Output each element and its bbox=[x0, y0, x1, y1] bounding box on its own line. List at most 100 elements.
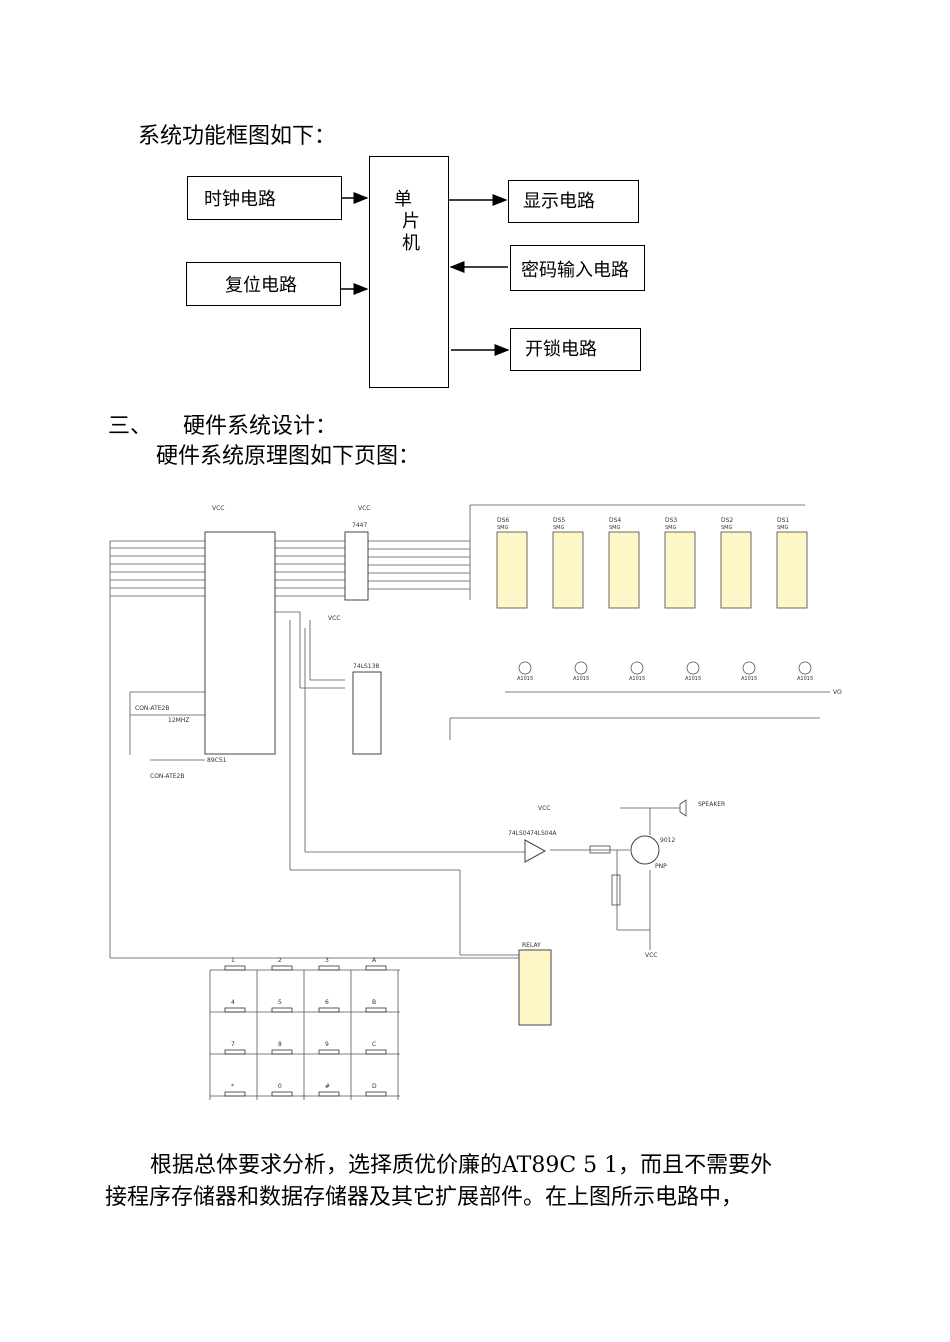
digit-module-DS1 bbox=[776, 531, 808, 609]
vcc-label-1: VCC bbox=[212, 505, 224, 512]
digit-label-DS5: DS5 bbox=[553, 517, 565, 524]
key-label-2: 2 bbox=[278, 957, 282, 964]
decoder-74138 bbox=[352, 671, 382, 755]
digit-displays: DS6SMGA1015DS5SMGA1015DS4SMGA1015DS3SMGA… bbox=[496, 517, 813, 682]
section-number: 三、 bbox=[108, 414, 153, 439]
unlock-label: 开锁电路 bbox=[525, 339, 597, 360]
digit-module-DS6 bbox=[496, 531, 528, 609]
inverter-label: 74LS04 bbox=[508, 830, 531, 837]
password-label: 密码输入电路 bbox=[521, 260, 629, 281]
digit-label-DS4: DS4 bbox=[609, 517, 621, 524]
key-switch-0 bbox=[271, 1091, 293, 1097]
resistor-r3 bbox=[589, 845, 611, 854]
driver-label-DS5: A1015 bbox=[573, 676, 589, 682]
paragraph-line-1: 根据总体要求分析，选择质优价廉的AT89C 5 1，而且不需要外 bbox=[150, 1153, 773, 1178]
key-switch-A bbox=[365, 965, 387, 971]
relay-chip bbox=[518, 949, 552, 1026]
key-switch-1 bbox=[224, 965, 246, 971]
mcu-block: 单 片 机 bbox=[369, 156, 449, 388]
key-label-7: 7 bbox=[231, 1041, 235, 1048]
key-switch-9 bbox=[318, 1049, 340, 1055]
digit-module-DS2 bbox=[720, 531, 752, 609]
key-switch-* bbox=[224, 1091, 246, 1097]
digit-module-DS3 bbox=[664, 531, 696, 609]
vcc-label-3: VCC bbox=[645, 952, 657, 959]
display-label: 显示电路 bbox=[523, 191, 595, 212]
speaker-icon bbox=[679, 799, 687, 817]
driver-label-DS6: A1015 bbox=[517, 676, 533, 682]
vcc-label-4: VCC bbox=[538, 805, 550, 812]
digit-type-DS4: SMG bbox=[609, 525, 620, 531]
section-caption: 硬件系统原理图如下页图： bbox=[156, 444, 421, 469]
digit-type-DS1: SMG bbox=[777, 525, 788, 531]
key-label-D: D bbox=[372, 1083, 377, 1090]
key-label-*: * bbox=[231, 1083, 234, 1090]
decoder2-label: 74LS138 bbox=[353, 663, 379, 670]
clock-block: 时钟电路 bbox=[187, 176, 342, 220]
mcu-label-3: 机 bbox=[402, 233, 420, 254]
key-switch-7 bbox=[224, 1049, 246, 1055]
key-switch-4 bbox=[224, 1007, 246, 1013]
intro-text: 系统功能框图如下： bbox=[138, 124, 337, 149]
mcu-name: 89C51 bbox=[207, 757, 227, 764]
driver-label-DS4: A1015 bbox=[629, 676, 645, 682]
inverter-sub-label: 74LS04A bbox=[530, 830, 557, 837]
key-switch-6 bbox=[318, 1007, 340, 1013]
digit-type-DS6: SMG bbox=[497, 525, 508, 531]
transistor-type-label: PNP bbox=[655, 863, 667, 870]
driver-transistor-DS1 bbox=[798, 661, 812, 675]
key-label-6: 6 bbox=[325, 999, 329, 1006]
digit-type-DS2: SMG bbox=[721, 525, 732, 531]
key-label-C: C bbox=[372, 1041, 376, 1048]
driver-transistor-DS3 bbox=[686, 661, 700, 675]
transistor-label: 9012 bbox=[660, 837, 675, 844]
key-label-1: 1 bbox=[231, 957, 235, 964]
key-switch-C bbox=[365, 1049, 387, 1055]
mcu-chip bbox=[204, 531, 276, 755]
digit-label-DS3: DS3 bbox=[665, 517, 677, 524]
vo-label: VO bbox=[833, 689, 842, 696]
driver-transistor-DS6 bbox=[518, 661, 532, 675]
digit-label-DS2: DS2 bbox=[721, 517, 733, 524]
digit-module-DS5 bbox=[552, 531, 584, 609]
section-title: 硬件系统设计： bbox=[183, 414, 338, 439]
key-label-A: A bbox=[372, 957, 377, 964]
key-label-0: 0 bbox=[278, 1083, 282, 1090]
key-label-4: 4 bbox=[231, 999, 235, 1006]
decoder-7447 bbox=[344, 531, 369, 601]
digit-label-DS6: DS6 bbox=[497, 517, 509, 524]
digit-module-DS4 bbox=[608, 531, 640, 609]
reset-label: 复位电路 bbox=[225, 275, 297, 296]
driver-transistor-DS4 bbox=[630, 661, 644, 675]
key-switch-5 bbox=[271, 1007, 293, 1013]
transistor-9012 bbox=[630, 835, 660, 865]
key-label-B: B bbox=[372, 999, 376, 1006]
resistor-r2 bbox=[611, 874, 621, 906]
digit-type-DS3: SMG bbox=[665, 525, 676, 531]
mcu-label-1: 单 bbox=[394, 189, 412, 210]
key-switch-8 bbox=[271, 1049, 293, 1055]
driver-label-DS3: A1015 bbox=[685, 676, 701, 682]
key-label-9: 9 bbox=[325, 1041, 329, 1048]
cap1-label: CON-ATE2B bbox=[135, 705, 169, 712]
key-switch-B bbox=[365, 1007, 387, 1013]
key-label-5: 5 bbox=[278, 999, 282, 1006]
key-switch-3 bbox=[318, 965, 340, 971]
driver-transistor-DS5 bbox=[574, 661, 588, 675]
unlock-block: 开锁电路 bbox=[510, 328, 641, 371]
display-block: 显示电路 bbox=[508, 180, 639, 223]
paragraph-line-2: 接程序存储器和数据存储器及其它扩展部件。在上图所示电路中， bbox=[105, 1185, 744, 1210]
vcc-label-5: VCC bbox=[328, 615, 340, 622]
vcc-label-2: VCC bbox=[358, 505, 370, 512]
key-label-3: 3 bbox=[325, 957, 329, 964]
clock-label: 时钟电路 bbox=[204, 189, 276, 210]
digit-type-DS5: SMG bbox=[553, 525, 564, 531]
driver-label-DS1: A1015 bbox=[797, 676, 813, 682]
key-switch-D bbox=[365, 1091, 387, 1097]
speaker-label: SPEAKER bbox=[698, 801, 725, 808]
relay-label: RELAY bbox=[522, 942, 541, 949]
driver-label-DS2: A1015 bbox=[741, 676, 757, 682]
